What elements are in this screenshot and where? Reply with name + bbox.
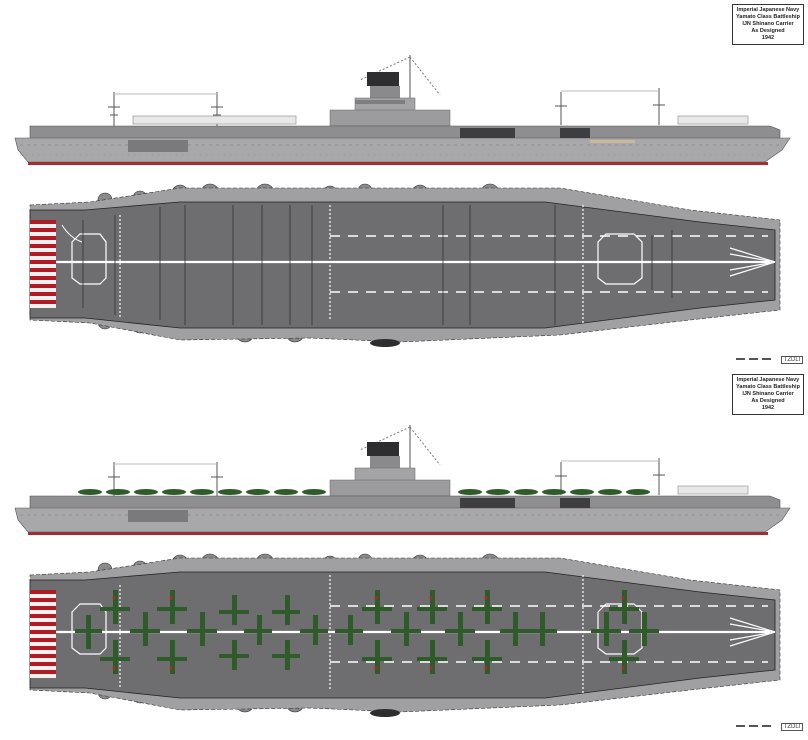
scale-dash [749, 358, 758, 361]
title-line-year: 1942 [761, 35, 775, 41]
title-line-status: As Designed [751, 398, 785, 404]
deck-railings [132, 115, 749, 125]
scale-dash [749, 725, 758, 728]
title-line-class: Yamato Class Battleship [736, 384, 800, 390]
signature: TZDLI [736, 356, 804, 364]
title-block: Imperial Japanese Navy Yamato Class Batt… [732, 374, 804, 415]
title-block: Imperial Japanese Navy Yamato Class Batt… [732, 4, 804, 45]
title-line-navy: Imperial Japanese Navy [736, 377, 800, 383]
fwd-elevator [597, 233, 643, 285]
stern-stripes [30, 220, 56, 308]
top-plate: Imperial Japanese Navy Yamato Class Batt… [14, 4, 804, 364]
flight-deck [29, 201, 776, 329]
scale-dash [762, 725, 771, 728]
artist-stamp: TZDLI [780, 356, 804, 364]
scale-dash [736, 725, 745, 728]
bottom-plate: Imperial Japanese Navy Yamato Class Batt… [0, 370, 808, 740]
hangar-openings [128, 140, 188, 152]
title-line-status: As Designed [751, 28, 785, 34]
aircraft-side-row [78, 489, 650, 495]
side-profile-view [14, 425, 791, 535]
parked-aircraft [75, 590, 659, 674]
aft-elevator [71, 233, 107, 285]
hangar-deck [29, 125, 781, 141]
scale-dash [736, 358, 745, 361]
waterline [28, 162, 768, 165]
flight-deck-plan-view [29, 183, 781, 347]
title-line-class: Yamato Class Battleship [736, 14, 800, 20]
bow-arrow [729, 247, 776, 277]
flight-deck-plan-view [29, 553, 781, 717]
artist-stamp: TZDLI [780, 723, 804, 731]
side-profile-view [14, 55, 791, 165]
signature: TZDLI [736, 723, 804, 731]
title-line-ship: IJN Shinano Carrier [742, 391, 794, 397]
title-line-year: 1942 [761, 405, 775, 411]
title-line-navy: Imperial Japanese Navy [736, 7, 800, 13]
island-superstructure [329, 72, 451, 127]
scale-dash [762, 358, 771, 361]
title-line-ship: IJN Shinano Carrier [742, 21, 794, 27]
hinomaru-markings [112, 596, 625, 670]
